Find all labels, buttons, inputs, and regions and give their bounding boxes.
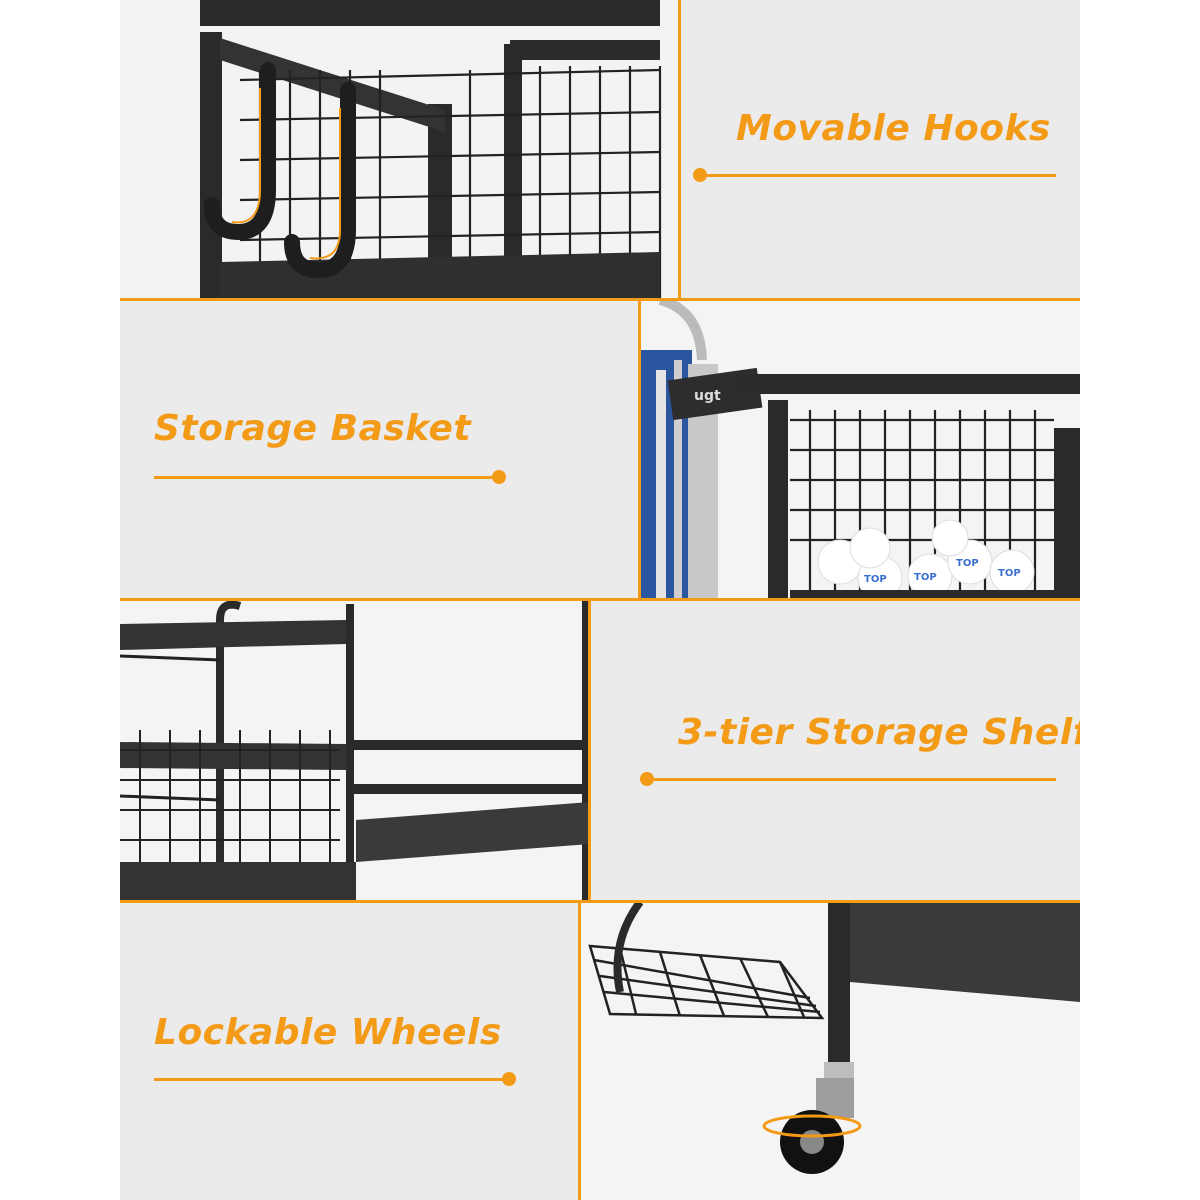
storage-shelf-panel: 3-tier Storage Shelf [590, 600, 1080, 900]
bag-tag-text: ugt [694, 388, 721, 404]
feature-collage: Movable Hooks Storage Basket ugt [120, 0, 1080, 1200]
ball-text-2: TOP [914, 572, 937, 583]
lockable-wheels-panel: Lockable Wheels [120, 902, 580, 1200]
wheels-leader-dot [502, 1072, 516, 1086]
storage-shelf-photo [120, 600, 590, 900]
basket-illustration: ugt [640, 300, 1080, 598]
rotation-indicator [762, 1114, 862, 1138]
column-separator-1 [678, 0, 681, 298]
ball-text-3: TOP [956, 558, 979, 569]
wheels-leader-line [154, 1078, 506, 1081]
basket-leader-line [154, 476, 500, 479]
column-separator-3 [588, 600, 591, 900]
column-separator-2 [638, 300, 641, 598]
storage-shelf-label: 3-tier Storage Shelf [678, 712, 1080, 753]
hooks-illustration [120, 0, 680, 298]
movable-hooks-label: Movable Hooks [736, 108, 1051, 149]
hooks-leader-line [700, 174, 1056, 177]
movable-hooks-panel: Movable Hooks [680, 0, 1080, 298]
basket-leader-dot [492, 470, 506, 484]
row-separator-3 [120, 900, 1080, 903]
row-separator-1 [120, 298, 1080, 301]
ball-text-4: TOP [998, 568, 1021, 579]
shelf-illustration [120, 600, 590, 900]
row-separator-2 [120, 598, 1080, 601]
wheels-illustration [580, 902, 1080, 1200]
storage-basket-label: Storage Basket [154, 408, 472, 449]
ball-text-1: TOP [864, 574, 887, 585]
storage-basket-panel: Storage Basket [120, 300, 640, 598]
lockable-wheels-photo [580, 902, 1080, 1200]
column-separator-4 [578, 902, 581, 1200]
shelf-leader-line [646, 778, 1056, 781]
lockable-wheels-label: Lockable Wheels [154, 1012, 502, 1053]
movable-hooks-photo [120, 0, 680, 298]
storage-basket-photo: ugt [640, 300, 1080, 598]
